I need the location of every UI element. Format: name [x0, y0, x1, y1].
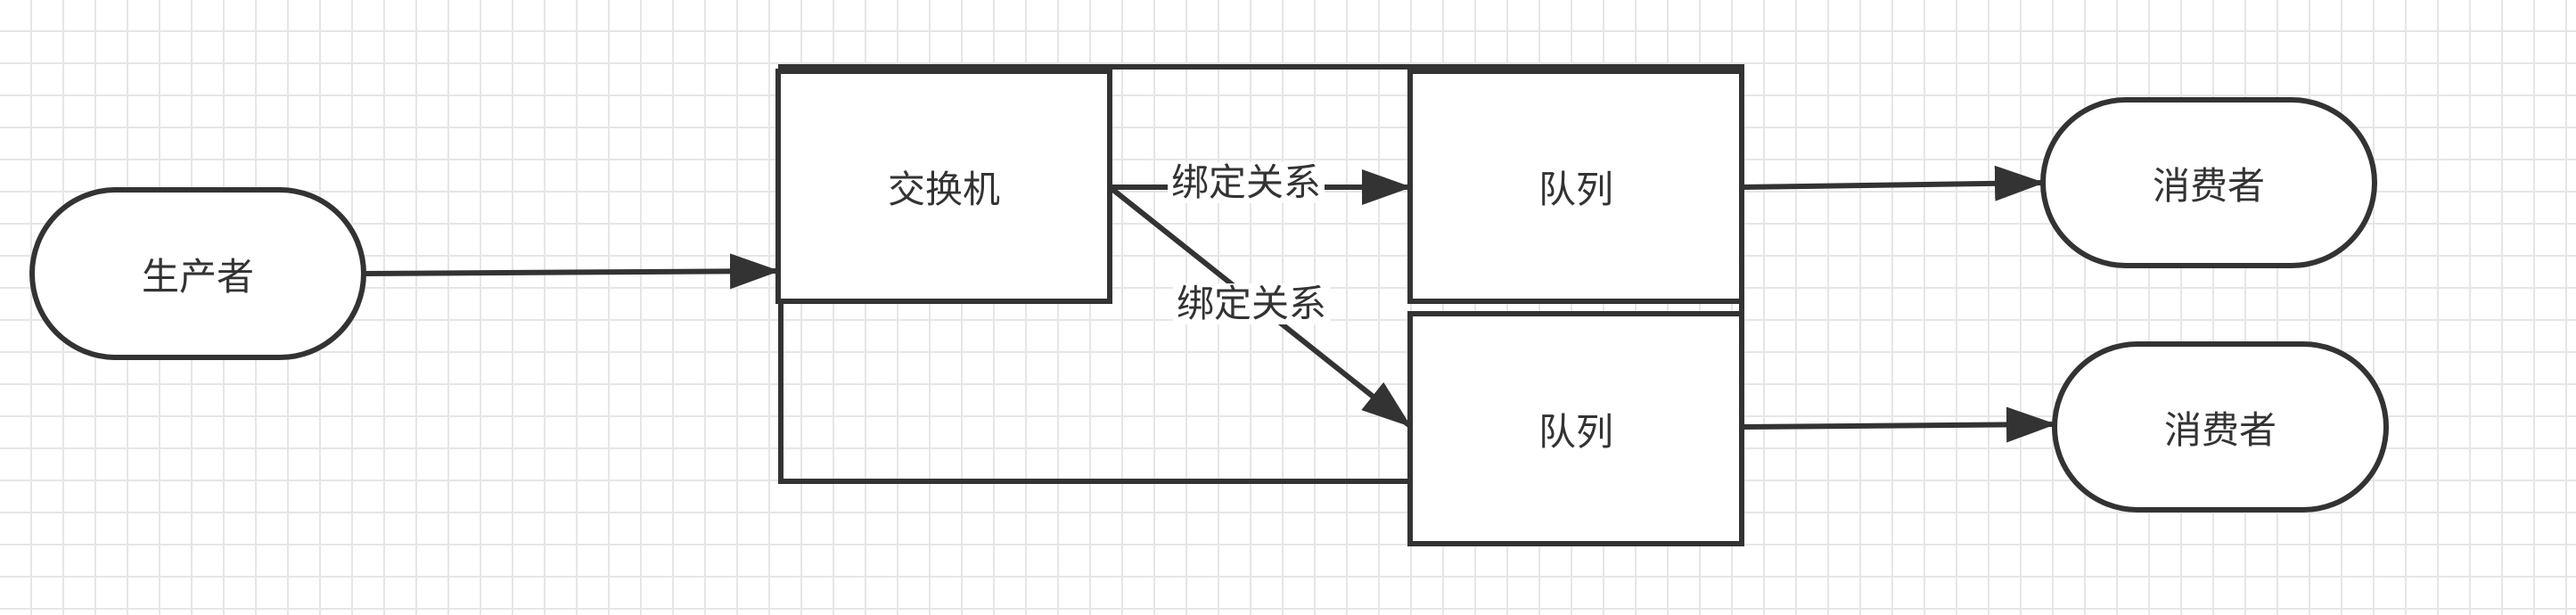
queue1-node[interactable] [1407, 69, 1744, 304]
queue2-node[interactable] [1407, 311, 1744, 546]
queue1-to-consumer1-arrow [1741, 165, 2045, 201]
queue2-to-consumer2-arrow [1741, 406, 2056, 443]
exchange-label: 交换机 [887, 167, 1000, 211]
queue1-label: 队列 [1538, 167, 1613, 211]
binding1-label: 绑定关系 [1168, 161, 1325, 204]
binding2-label: 绑定关系 [1173, 283, 1331, 325]
consumer2-label: 消费者 [2163, 407, 2277, 452]
consumer1-label: 消费者 [2152, 163, 2265, 208]
producer-to-exchange-arrow [363, 253, 780, 290]
queue2-label: 队列 [1538, 409, 1613, 454]
exchange-node[interactable] [775, 69, 1112, 304]
producer-label: 生产者 [141, 254, 254, 299]
